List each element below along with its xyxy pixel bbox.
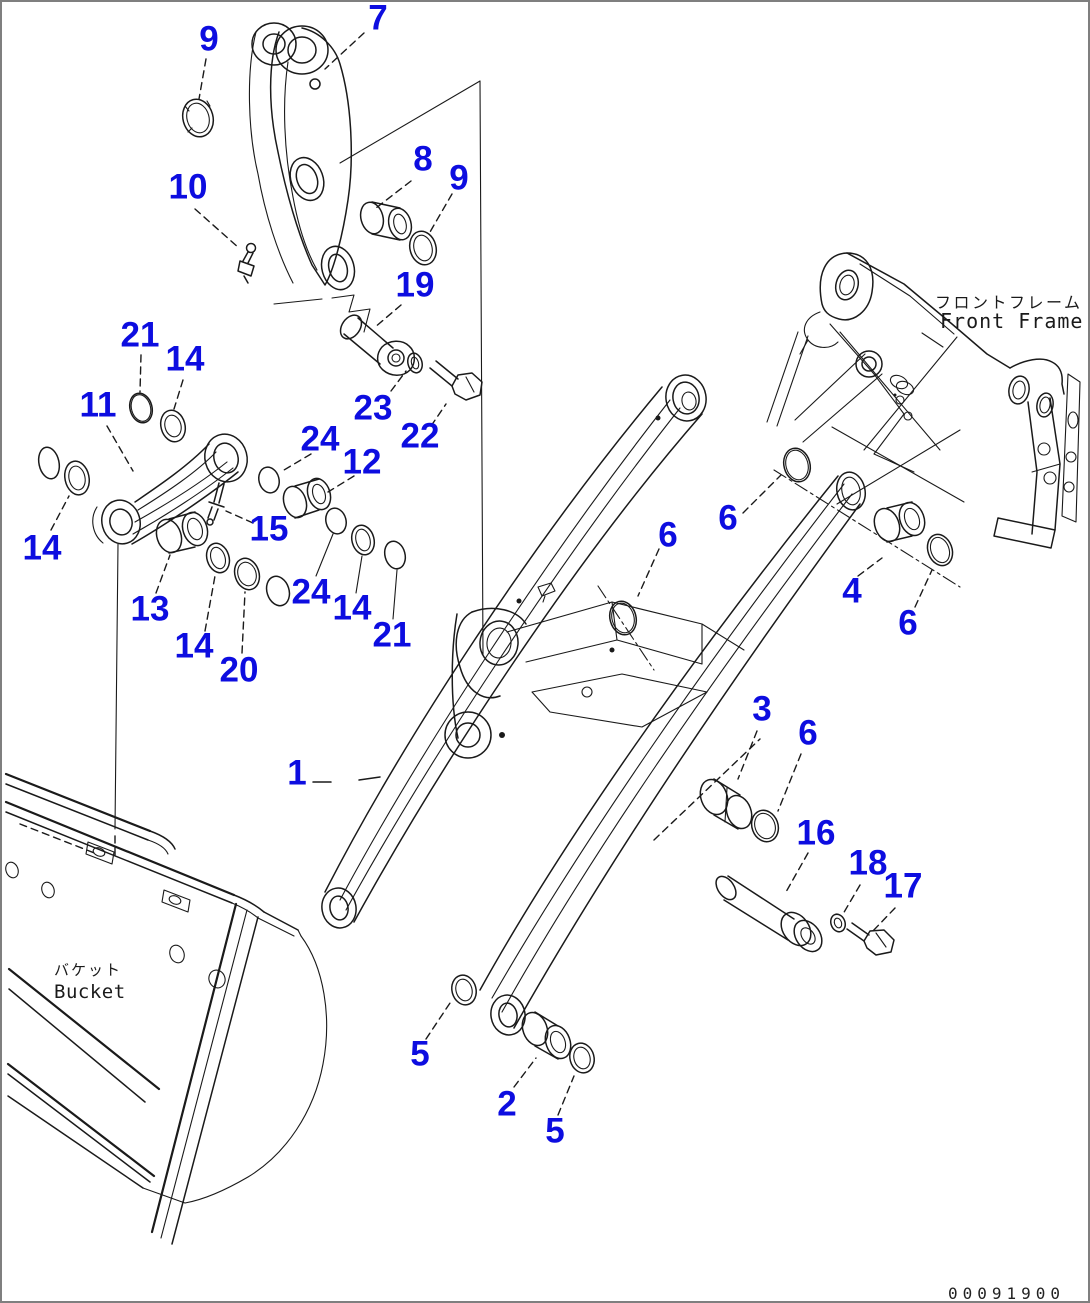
callout-17: 17	[883, 866, 923, 906]
o-ring-6-a	[608, 600, 638, 636]
bushing-13	[155, 511, 209, 554]
grease-fitting-15	[206, 482, 225, 526]
pin-16	[715, 875, 823, 953]
pin-19-assembly	[339, 314, 483, 401]
callout-6: 6	[898, 603, 918, 643]
collar-14-lower	[205, 542, 231, 574]
collar-14-right	[350, 524, 376, 556]
bucket-link-part	[37, 392, 407, 607]
ring-5-right	[569, 1042, 595, 1074]
snap-ring-6-d	[750, 809, 780, 843]
drawing-number: 00091900	[948, 1284, 1066, 1303]
callout-leader-lines	[50, 32, 933, 1116]
callout-2: 2	[497, 1084, 517, 1124]
callout-15: 15	[249, 509, 289, 549]
o-ring-21-upper	[128, 392, 154, 424]
callout-24: 24	[300, 419, 340, 459]
callout-5: 5	[410, 1034, 430, 1074]
callout-18: 18	[848, 843, 888, 883]
bushing-3	[699, 778, 753, 830]
snap-ring-20	[233, 557, 261, 591]
front-frame-part	[766, 252, 1081, 549]
callout-11: 11	[79, 385, 117, 425]
callout-21: 21	[120, 315, 160, 355]
callout-9: 9	[199, 19, 219, 59]
o-ring-left	[37, 446, 61, 480]
bushing-8	[359, 201, 413, 241]
callout-24: 24	[291, 572, 331, 612]
o-ring-24-a	[258, 466, 280, 494]
bushing-4	[873, 501, 926, 543]
callout-21: 21	[372, 615, 412, 655]
callout-6: 6	[798, 713, 818, 753]
assembly-reference-lines	[114, 80, 965, 861]
callout-14: 14	[332, 588, 372, 628]
o-ring-24-b	[325, 507, 347, 535]
snap-ring-9-right	[408, 230, 438, 266]
snap-ring-6-c	[926, 533, 954, 567]
callout-9: 9	[449, 158, 469, 198]
callout-12: 12	[342, 442, 382, 482]
callout-8: 8	[413, 139, 433, 179]
callout-14: 14	[165, 339, 205, 379]
callout-22: 22	[400, 416, 440, 456]
callout-6: 6	[658, 515, 678, 555]
callout-7: 7	[368, 0, 388, 38]
collar-14-left	[63, 460, 91, 496]
collar-14-upper	[159, 409, 187, 443]
callout-14: 14	[174, 626, 214, 666]
callout-16: 16	[796, 813, 836, 853]
callout-20: 20	[219, 650, 259, 690]
pivot-hardware	[451, 447, 954, 1074]
bucket-part	[4, 772, 328, 1245]
callout-1: 1	[287, 753, 307, 793]
washer-18	[829, 913, 847, 933]
callout-3: 3	[752, 689, 772, 729]
callout-13: 13	[130, 589, 170, 629]
callout-23: 23	[353, 388, 393, 428]
o-ring-6-b	[782, 447, 812, 483]
front-frame-label-jp: フロントフレーム	[935, 293, 1083, 312]
front-frame-label-en: Front Frame	[940, 309, 1084, 333]
callout-19: 19	[395, 265, 435, 305]
callout-14: 14	[22, 528, 62, 568]
callout-5: 5	[545, 1111, 565, 1151]
grease-fitting-10	[237, 242, 257, 284]
o-ring-21-right	[383, 540, 407, 570]
bucket-label-en: Bucket	[54, 981, 126, 1003]
ring-5-left	[451, 974, 477, 1006]
bellcrank-part	[181, 22, 483, 401]
callout-6: 6	[718, 498, 738, 538]
lift-arm-center-bracket	[444, 601, 745, 759]
lift-arm-part	[321, 374, 867, 1036]
callout-4: 4	[842, 571, 862, 611]
bolt-17	[846, 922, 895, 956]
bushing-2	[521, 1011, 572, 1060]
bucket-label-jp: バケット	[54, 961, 123, 979]
o-ring-24-low	[265, 575, 291, 607]
snap-ring-9-left	[181, 98, 215, 138]
callout-10: 10	[168, 167, 208, 207]
